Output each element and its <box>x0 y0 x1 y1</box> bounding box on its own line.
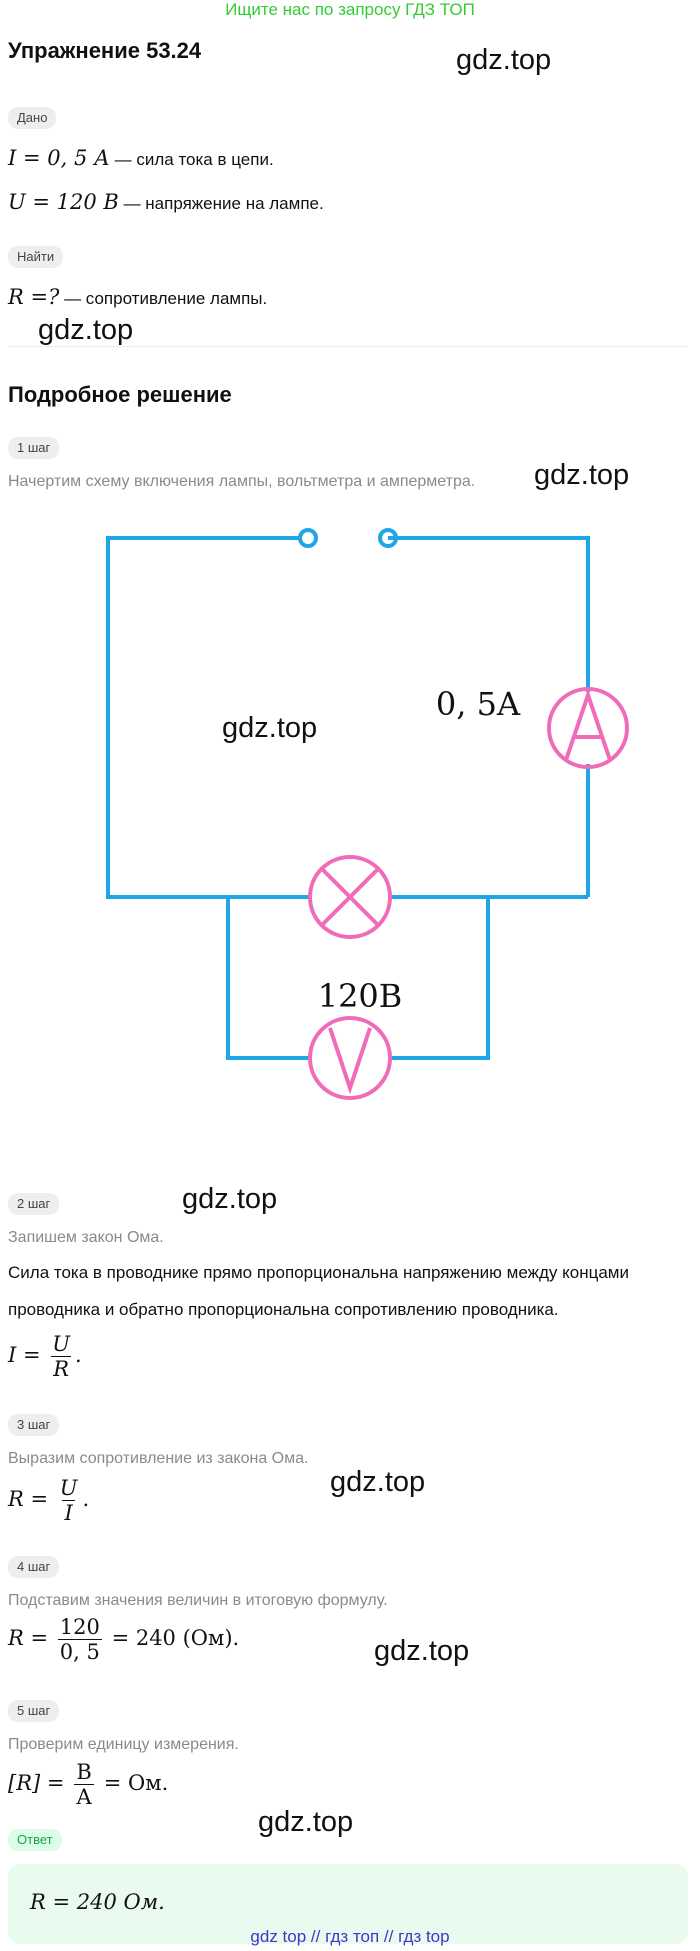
answer-text: R = 240 Ом. <box>30 1890 165 1914</box>
wire-voltmeter-right <box>390 897 490 1060</box>
ohm-law-text-1: Сила тока в проводнике прямо пропорциона… <box>8 1263 629 1282</box>
watermark: gdz.top <box>258 1806 354 1838</box>
voltmeter-symbol: V <box>350 1069 351 1071</box>
section-title: Подробное решение <box>8 382 232 407</box>
divider <box>8 346 688 347</box>
voltage-label: 120В <box>318 977 403 1015</box>
footer-links[interactable]: gdz top // гдз топ // гдз top <box>250 1927 450 1946</box>
top-banner[interactable]: Ищите нас по запросу ГДЗ ТОП <box>225 0 475 19</box>
given-line-voltage: U = 120 В — напряжение на лампе. <box>8 190 324 214</box>
terminal-right <box>378 528 398 548</box>
terminal-left <box>298 528 318 548</box>
circuit-wires <box>106 528 590 1060</box>
watermark: gdz.top <box>374 1635 470 1667</box>
step-note-5: Проверим единицу измерения. <box>8 1736 239 1753</box>
answer-chip: Ответ <box>8 1829 62 1851</box>
step-note-4: Подставим значения величин в итоговую фо… <box>8 1592 388 1609</box>
step-note-2: Запишем закон Ома. <box>8 1229 164 1246</box>
watermark: gdz.top <box>456 44 552 76</box>
page-title: Упражнение 53.24 <box>8 38 202 63</box>
circuit-diagram: A V 0, 5A 120В <box>106 528 629 1100</box>
step-chip-5: 5 шаг <box>8 1700 60 1722</box>
given-line-current: I = 0, 5 А — сила тока в цепи. <box>8 146 274 170</box>
step-chip-2: 2 шаг <box>8 1193 60 1215</box>
step-chip-1: 1 шаг <box>8 437 60 459</box>
lamp <box>308 855 392 939</box>
ammeter <box>547 687 629 769</box>
wire-right-loop <box>388 536 590 692</box>
watermark: gdz.top <box>182 1183 278 1215</box>
find-line: R =? — сопротивление лампы. <box>8 285 268 309</box>
ohm-law-text-2: проводника и обратно пропорциональна соп… <box>8 1300 559 1319</box>
step-note-3: Выразим сопротивление из закона Ома. <box>8 1450 309 1467</box>
step-chip-3: 3 шаг <box>8 1414 60 1436</box>
watermark: gdz.top <box>38 314 134 346</box>
find-chip: Найти <box>8 246 64 268</box>
wire-voltmeter-left <box>226 897 310 1060</box>
given-chip: Дано <box>8 107 57 129</box>
voltmeter <box>308 1016 392 1100</box>
watermark: gdz.top <box>534 459 630 491</box>
step-chip-4: 4 шаг <box>8 1556 60 1578</box>
step-note-1: Начертим схему включения лампы, вольтмет… <box>8 473 476 490</box>
current-label: 0, 5A <box>436 685 521 723</box>
answer-box <box>8 1864 688 1944</box>
watermark: gdz.top <box>330 1466 426 1498</box>
wire-left-loop <box>106 536 310 899</box>
watermark: gdz.top <box>222 712 318 744</box>
